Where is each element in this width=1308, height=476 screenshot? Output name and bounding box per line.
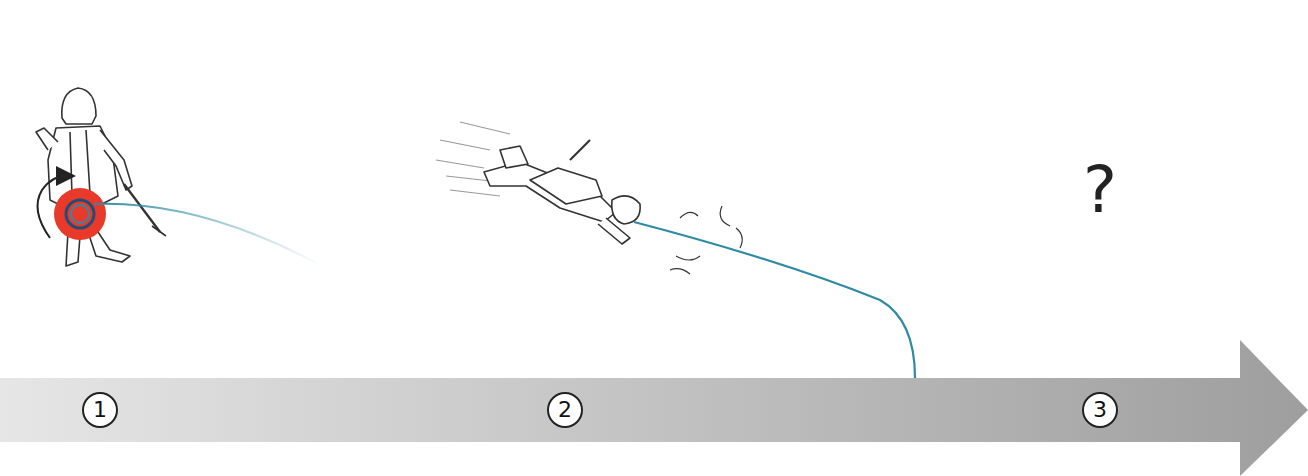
timeline-arrow [0,340,1308,476]
snow-spray [670,206,742,274]
step-number: 1 [93,399,107,421]
step-number: 3 [1093,399,1107,421]
step-circle: 2 [547,392,583,428]
question-mark: ? [1083,158,1117,222]
climber-figure [36,88,166,266]
step-circle: 3 [1082,392,1118,428]
rope-coil-highlight [54,188,106,240]
rope [94,204,322,266]
step-number: 2 [558,399,572,421]
sliding-figure [484,140,640,244]
step-circle: 1 [82,392,118,428]
rotation-arrow [38,176,67,238]
rope [634,222,915,378]
rope-coil [66,200,94,228]
